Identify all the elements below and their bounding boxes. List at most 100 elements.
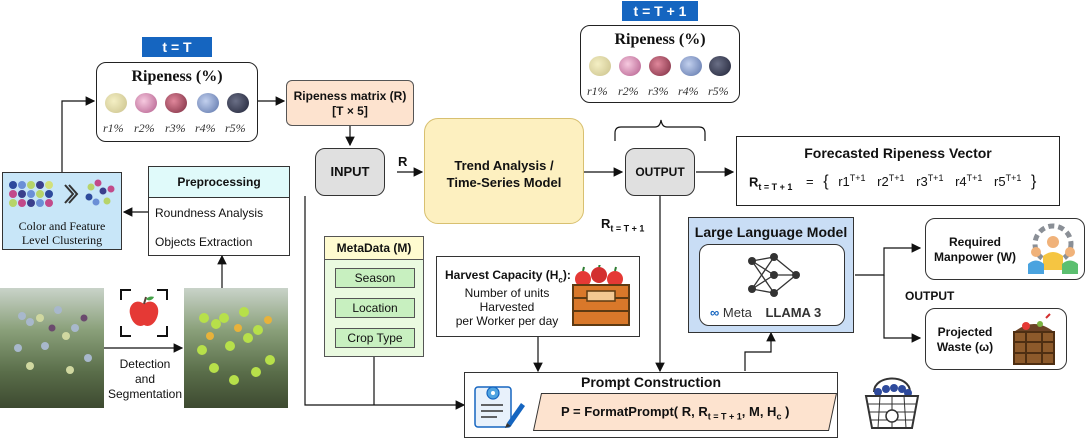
formula-mid: , M, H [741, 404, 777, 419]
detection-label: Detection and Segmentation [106, 357, 184, 402]
llm-brand: Meta [722, 305, 752, 320]
forecast-equation: Rt = T + 1 = { r1T+1 r2T+1 r3T+1 r4T+1 r… [749, 173, 1036, 192]
detection-line1: Detection [119, 357, 171, 371]
berry-next-2-icon [619, 56, 641, 76]
metadata-item-crop-type: Crop Type [335, 328, 415, 348]
preprocessing-item-extraction: Objects Extraction [155, 235, 253, 249]
neural-network-icon [748, 253, 800, 297]
ripeness-now-panel: Ripeness (%) r1% r2% r3% r4% r5% [96, 62, 258, 142]
arrow-cluster-to-ripeness [61, 96, 96, 172]
ripeness-next-label-3: r3% [648, 84, 669, 98]
manpower-label: Required Manpower (W) [930, 235, 1020, 265]
ripeness-next-label-5: r5% [708, 84, 729, 98]
trend-model-box: Trend Analysis / Time-Series Model [424, 118, 584, 224]
clustering-line2: Level Clustering [21, 233, 103, 247]
forecast-sup-1: T+1 [849, 173, 866, 183]
ripeness-now-label-3: r3% [165, 121, 186, 135]
berry-3-icon [165, 93, 187, 113]
metadata-item-location: Location [335, 298, 415, 318]
llm-box: Large Language Model ∞ Meta LLAMA 3 [688, 217, 854, 333]
formula-sub2: c [776, 411, 782, 422]
forecast-term-4: r4 [955, 174, 967, 190]
berry-next-4-icon [680, 56, 702, 76]
waste-line2: Waste (ω) [936, 340, 994, 354]
brace [614, 119, 706, 141]
ripeness-next-label-4: r4% [678, 84, 699, 98]
raw-berries-icon [14, 306, 92, 374]
meta-logo-icon: ∞ [710, 305, 720, 320]
field-photo-segmented [184, 288, 288, 408]
preprocessing-box: Preprocessing Roundness Analysis Objects… [148, 166, 290, 256]
cluster-dots-icon [9, 179, 115, 207]
output-node: OUTPUT [625, 148, 695, 196]
llm-brand-row: ∞ Meta LLAMA 3 [710, 305, 821, 320]
manpower-box: Required Manpower (W) [925, 218, 1085, 280]
metadata-title: MetaData (M) [325, 237, 423, 260]
harvest-line3: per Worker per day [455, 314, 559, 328]
arrow-llm-to-manpower [855, 243, 922, 276]
trend-model-line1: Trend Analysis / [454, 158, 554, 173]
r-next-sub: t = T + 1 [610, 223, 645, 234]
forecast-lhs: R [749, 174, 759, 190]
time-tag-now: t = T [142, 37, 212, 57]
forecast-equals: = [806, 174, 814, 190]
harvest-title-sub: c [558, 275, 563, 285]
ripeness-matrix-line2: [T × 5] [332, 104, 368, 118]
arrow-input-to-prompt [304, 196, 466, 410]
document-gear-icon [474, 386, 525, 428]
ripeness-matrix-box: Ripeness matrix (R) [T × 5] [286, 80, 414, 126]
harvest-line1: Number of units [464, 286, 550, 300]
r-next-base: R [601, 216, 611, 231]
forecast-term-2: r2 [877, 174, 889, 190]
forecast-term-5: r5 [994, 174, 1006, 190]
forecast-sup-2: T+1 [888, 173, 905, 183]
harvest-title: Harvest Capacity (Hc): [445, 268, 571, 284]
ripeness-now-label-1: r1% [103, 121, 124, 135]
ripeness-now-label-5: r5% [225, 121, 246, 135]
forecast-term-3: r3 [916, 174, 928, 190]
field-photo-raw [0, 288, 104, 408]
formula-pre: P = FormatPrompt( R, R [561, 404, 708, 419]
outputs-label: OUTPUT [905, 289, 955, 303]
ripeness-next-title: Ripeness (%) [614, 31, 706, 48]
prompt-title: Prompt Construction [581, 374, 721, 390]
harvest-title-end: ): [562, 268, 571, 282]
harvest-desc: Number of units Harvested per Worker per… [445, 286, 569, 328]
llm-model: LLAMA 3 [765, 305, 822, 320]
manpower-line2: Manpower (W) [934, 250, 1016, 264]
ripeness-now-label-2: r2% [134, 121, 155, 135]
formula-sub: t = T + 1 [707, 411, 742, 422]
llm-title: Large Language Model [694, 224, 848, 240]
basket-icon [864, 377, 920, 429]
manpower-line1: Required [948, 235, 1001, 249]
waste-line1: Projected [937, 325, 993, 339]
berry-next-5-icon [709, 56, 731, 76]
prompt-formula: P = FormatPrompt( R, Rt = T + 1, M, Hc ) [561, 404, 789, 422]
ripeness-matrix-line1: Ripeness matrix (R) [293, 89, 407, 103]
forecast-lhs-sub: t = T + 1 [758, 181, 793, 192]
clustering-box: Color and Feature Level Clustering [2, 172, 122, 250]
berry-next-3-icon [649, 56, 671, 76]
berry-4-icon [197, 93, 219, 113]
berry-2-icon [135, 93, 157, 113]
preprocessing-item-roundness: Roundness Analysis [155, 206, 264, 220]
harvest-line2: Harvested [479, 300, 535, 314]
llm-inner-card: ∞ Meta LLAMA 3 [699, 244, 845, 326]
forecast-sup-4: T+1 [966, 173, 983, 183]
harvest-title-main: Harvest Capacity (H [445, 268, 559, 282]
preprocessing-title: Preprocessing [149, 167, 289, 198]
r-next-label: Rt = T + 1 [601, 216, 644, 234]
waste-label: Projected Waste (ω) [930, 325, 1000, 355]
waste-box: Projected Waste (ω) [925, 308, 1067, 370]
clustering-line1: Color and Feature [18, 219, 106, 233]
berry-1-icon [105, 93, 127, 113]
clustering-label: Color and Feature Level Clustering [3, 219, 121, 247]
compost-bin-icon [1013, 313, 1055, 365]
workers-gear-icon [1028, 223, 1078, 274]
ripeness-next-label-2: r2% [618, 84, 639, 98]
apple-scan-icon [120, 289, 168, 337]
segmented-berries-icon [197, 307, 275, 385]
forecast-sup-3: T+1 [927, 173, 944, 183]
ripeness-now-title: Ripeness (%) [131, 68, 223, 85]
